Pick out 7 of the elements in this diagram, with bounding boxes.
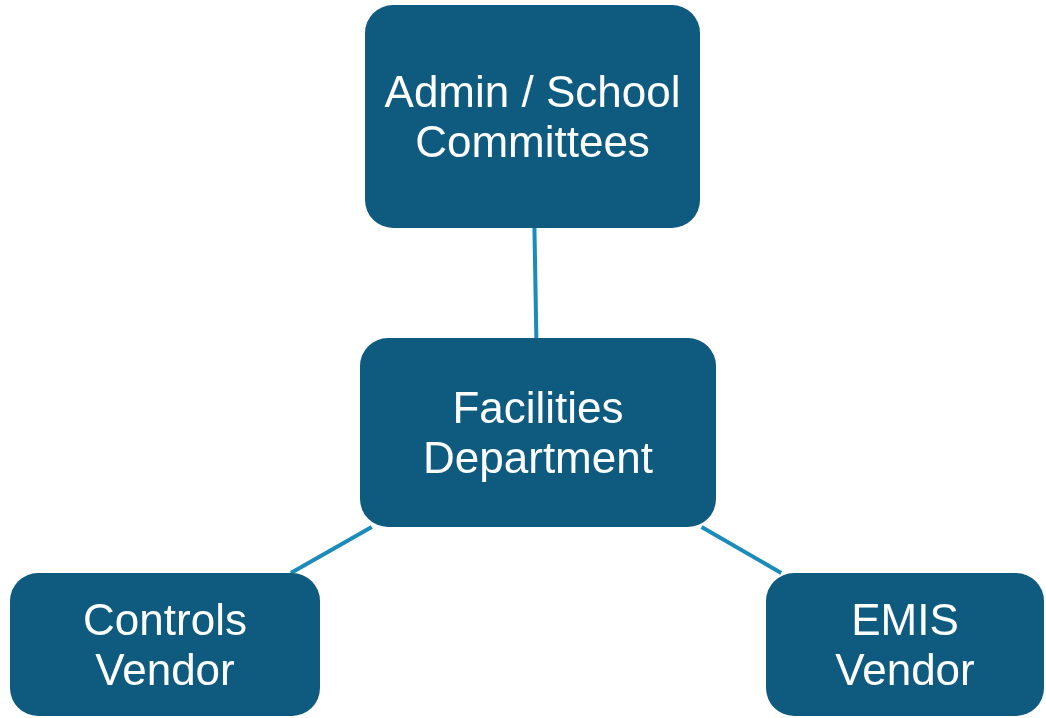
connector-line — [532, 227, 539, 339]
process-box: Facilities Department — [360, 338, 716, 527]
process-box: EMIS Vendor — [766, 573, 1044, 716]
process-box: Admin / School Committees — [365, 5, 700, 228]
process-box: Controls Vendor — [10, 573, 320, 716]
connector-line — [700, 525, 783, 575]
connector-line — [289, 525, 373, 575]
